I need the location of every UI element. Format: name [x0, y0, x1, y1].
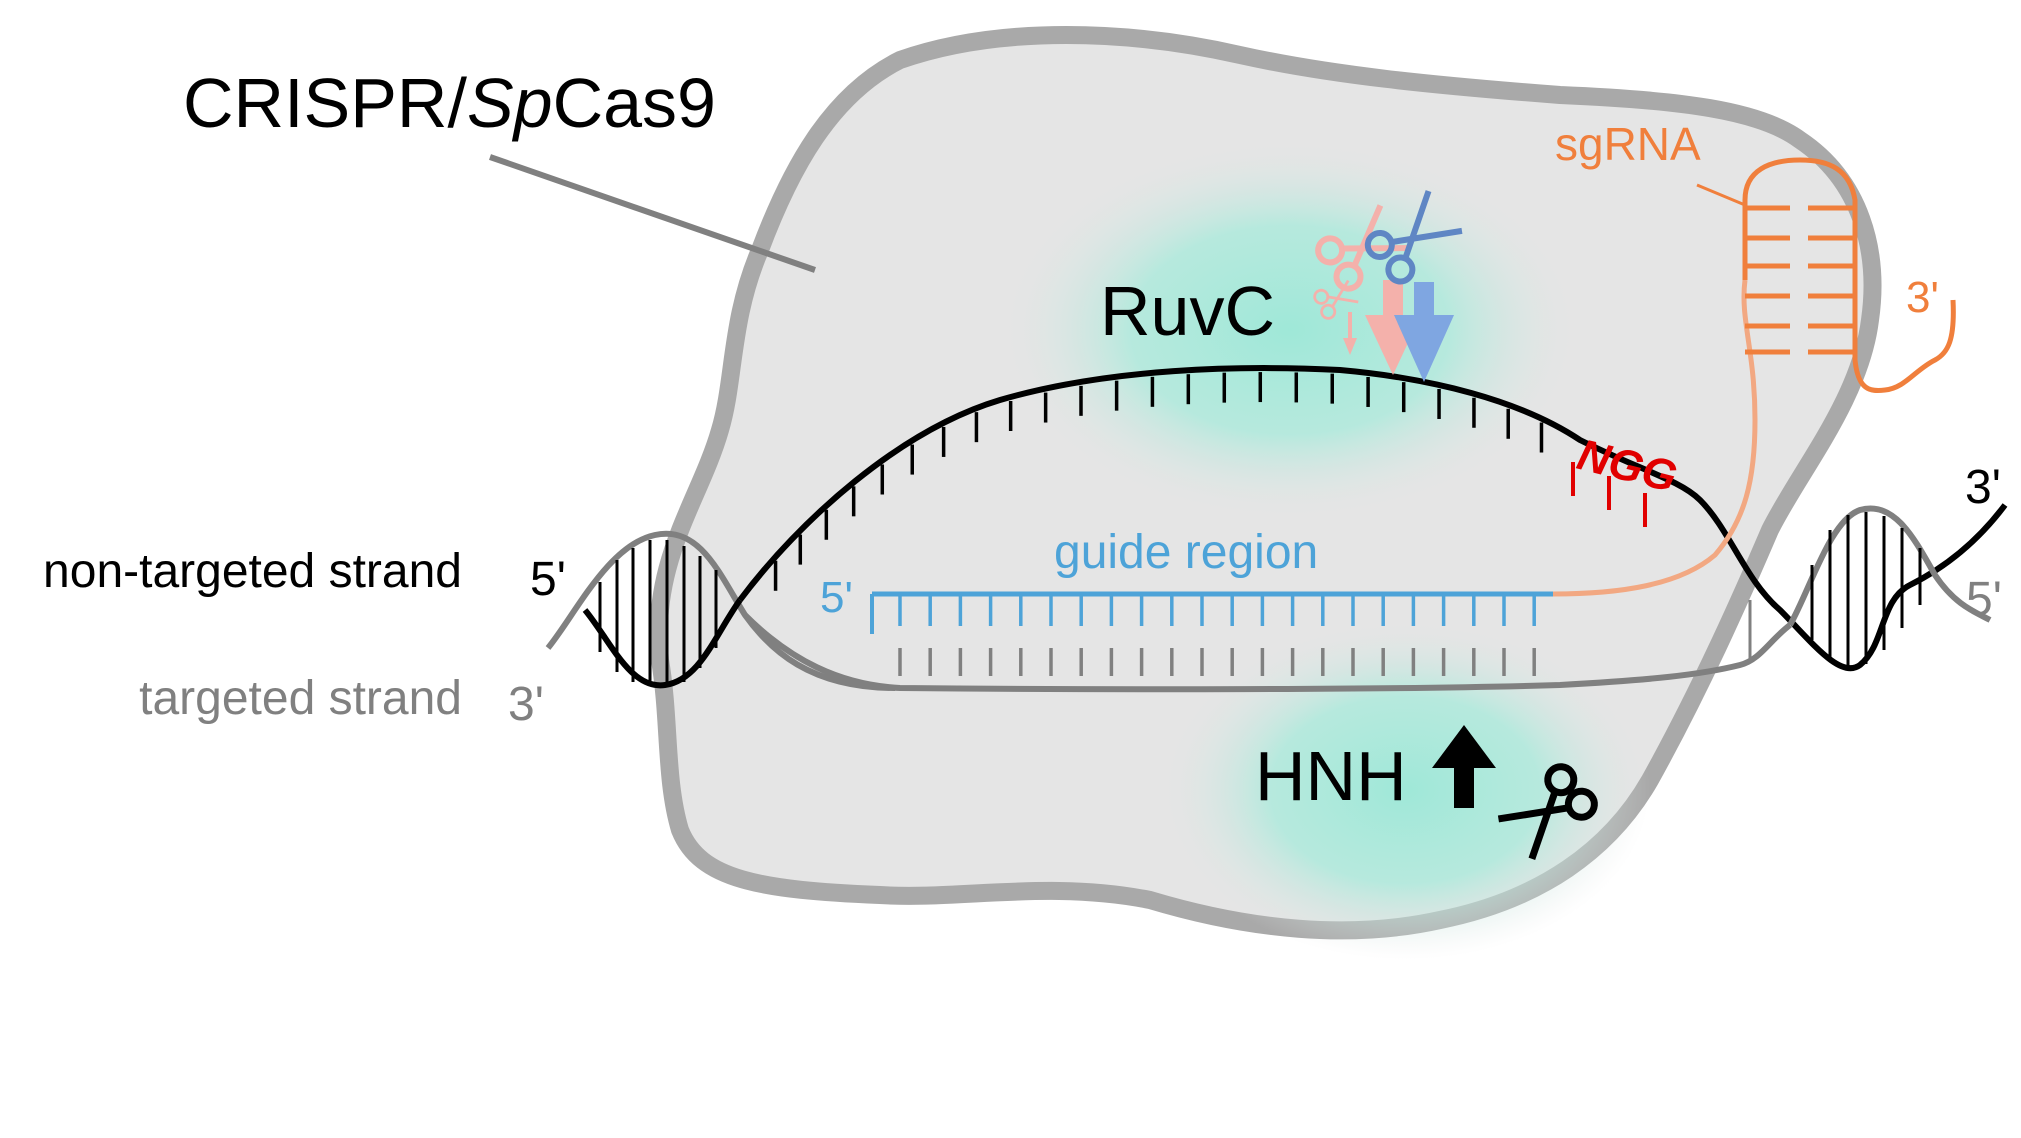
- title-pointer-line: [489, 154, 816, 273]
- non-targeted-base-ticks: [773, 372, 1544, 591]
- hnh-domain-glow: [1160, 620, 1650, 960]
- left-helix-targeted: [545, 530, 896, 691]
- pam-ticks: [1571, 462, 1647, 527]
- ruvc-domain-glow: [1000, 140, 1580, 520]
- ruvc-label: RuvC: [1100, 272, 1275, 350]
- non-targeted-strand-label: non-targeted strand: [43, 545, 462, 598]
- guide-rna-ticks: [898, 596, 1536, 626]
- right-helix-targeted: [1787, 505, 1992, 627]
- arrow-up-icon: [1432, 725, 1496, 808]
- non-targeted-strand: [737, 365, 2008, 672]
- targeted-pairing-ticks: [898, 648, 1536, 676]
- ruvc-cut-arrow-blue: [1394, 282, 1454, 382]
- scissors-icon: [1313, 279, 1359, 320]
- targeted-strand-label: targeted strand: [139, 672, 462, 725]
- scissors-icon: [1497, 763, 1598, 860]
- t-5-prime-right-label: 5': [1966, 573, 2002, 626]
- scissors-icon: [1315, 204, 1411, 292]
- diagram-title: CRISPR/SpCas9: [183, 64, 716, 142]
- ruvc-cut-arrow-small: [1343, 312, 1357, 355]
- guide-5-prime-label: 5': [820, 573, 853, 622]
- left-helix-base-pairs: [598, 540, 718, 686]
- t-3-prime-label: 3': [508, 678, 544, 731]
- nt-3-prime-right-label: 3': [1965, 461, 2001, 514]
- sgrna-stem-loop: [1742, 157, 1956, 394]
- sgrna-label-pointer: [1696, 183, 1746, 207]
- nt-5-prime-label: 5': [530, 553, 566, 606]
- sgrna-label: sgRNA: [1555, 118, 1701, 170]
- guide-region-label: guide region: [1054, 526, 1318, 579]
- sgrna-3-prime-label: 3': [1906, 273, 1939, 322]
- scissors-icon: [1364, 190, 1463, 285]
- sgrna-stem-pairs: [1742, 200, 1855, 355]
- targeted-strand: [742, 612, 1792, 693]
- right-helix-base-pairs: [1810, 512, 1922, 668]
- hnh-label: HNH: [1255, 737, 1407, 815]
- sgrna-linker: [1552, 279, 1758, 597]
- left-helix-non-targeted: [582, 598, 743, 689]
